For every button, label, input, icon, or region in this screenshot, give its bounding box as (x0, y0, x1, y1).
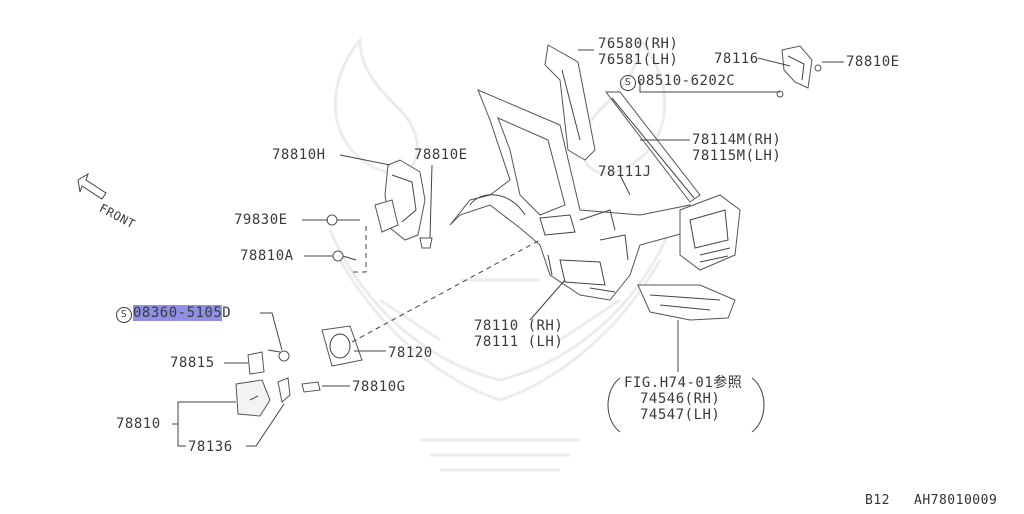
quarter-panel-part[interactable] (449, 89, 696, 301)
dashed-guides (351, 226, 541, 343)
label-76580[interactable]: 76580(RH) (598, 36, 679, 52)
filler-housing-78810h-part[interactable] (374, 159, 426, 241)
pillar-76580-part[interactable] (544, 44, 596, 161)
part-suffix: D (222, 305, 232, 321)
label-78115m[interactable]: 78115M(LH) (692, 148, 782, 164)
spring-78136-part[interactable] (277, 377, 291, 403)
bracket-78116-part[interactable] (776, 45, 822, 98)
fuel-lid-78810-part[interactable] (235, 379, 271, 417)
page-number: B12 (865, 493, 890, 508)
label-76581[interactable]: 76581(LH) (598, 52, 679, 68)
bolt-08360-part[interactable] (267, 349, 290, 362)
label-78120[interactable]: 78120 (388, 345, 433, 361)
s-symbol-icon: S (116, 307, 132, 323)
rear-end-box-part[interactable] (679, 194, 741, 271)
filler-ring-78120-part[interactable] (321, 325, 363, 367)
label-78810a[interactable]: 78810A (240, 248, 294, 264)
label-78815[interactable]: 78815 (170, 355, 215, 371)
label-78810h[interactable]: 78810H (272, 147, 326, 163)
label-78111[interactable]: 78111 (LH) (474, 334, 564, 350)
label-78114m[interactable]: 78114M(RH) (692, 132, 782, 148)
diagram-code: AH78010009 (914, 493, 998, 508)
label-78111j[interactable]: 78111J (598, 164, 652, 180)
highlighted-part-number: 08360-5105 (133, 305, 223, 321)
leader-lines (172, 49, 844, 447)
s-symbol-icon: S (620, 75, 636, 91)
floor-side-74546-part[interactable] (637, 284, 736, 321)
label-78136[interactable]: 78136 (188, 439, 233, 455)
label-fig-reference[interactable]: FIG.H74-01参照 (624, 375, 743, 391)
label-78110[interactable]: 78110 (RH) (474, 318, 564, 334)
rail-78114m-part[interactable] (604, 91, 701, 203)
label-08510-text: 08510-6202C (637, 73, 736, 89)
label-78810[interactable]: 78810 (116, 416, 161, 432)
front-arrow-icon (77, 172, 107, 200)
label-79830e[interactable]: 79830E (234, 212, 288, 228)
bumper-78810g-part[interactable] (301, 381, 321, 393)
hinge-78815-part[interactable] (247, 351, 265, 375)
label-78810e-top[interactable]: 78810E (846, 54, 900, 70)
screw-79830e-part[interactable] (326, 214, 360, 226)
clip-78810e-part[interactable] (419, 237, 433, 249)
label-78810g[interactable]: 78810G (352, 379, 406, 395)
label-78116[interactable]: 78116 (714, 51, 759, 67)
label-78810e-mid[interactable]: 78810E (414, 147, 468, 163)
watermark-logo (328, 35, 672, 472)
label-74546[interactable]: 74546(RH) (640, 391, 721, 407)
label-74547[interactable]: 74547(LH) (640, 407, 721, 423)
